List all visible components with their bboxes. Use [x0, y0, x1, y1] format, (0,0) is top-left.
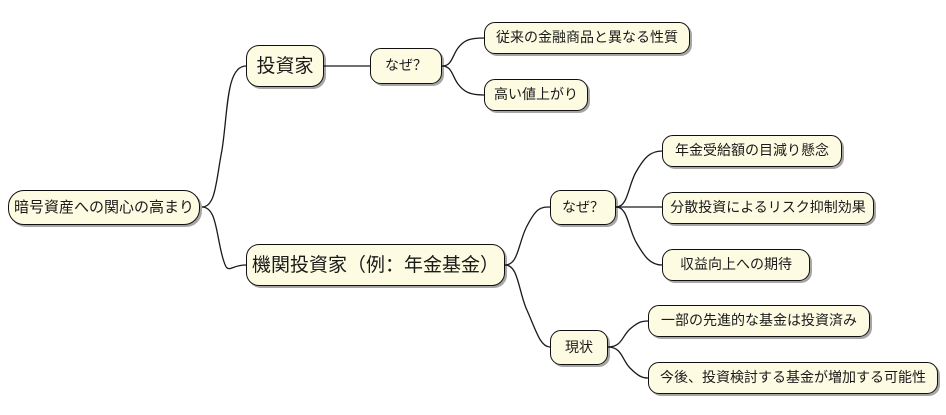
node-institutional-status-item-1-label: 一部の先進的な基金は投資済み — [661, 313, 857, 329]
node-investor-why-label: なぜ？ — [385, 58, 427, 74]
node-institutional-why-label: なぜ？ — [562, 199, 604, 216]
node-institutional-status-item-2-label: 今後、投資検討する基金が増加する可能性 — [660, 370, 926, 386]
node-investor[interactable]: 投資家 — [246, 45, 324, 87]
node-institutional-status-item-2[interactable]: 今後、投資検討する基金が増加する可能性 — [648, 362, 938, 394]
node-institutional[interactable]: 機関投資家（例：年金基金） — [246, 244, 505, 286]
connector-status-to-item2 — [607, 346, 649, 379]
connector-instwhy-to-reason1 — [615, 150, 663, 208]
node-institutional-reason-1[interactable]: 年金受給額の目減り懸念 — [662, 135, 842, 167]
node-investor-why[interactable]: なぜ？ — [370, 48, 442, 84]
node-investor-label: 投資家 — [256, 54, 314, 77]
node-institutional-reason-3-label: 収益向上への期待 — [680, 257, 792, 273]
node-root-label: 暗号資産への関心の高まり — [13, 198, 194, 216]
node-investor-reason-2-label: 高い値上がり — [494, 87, 578, 103]
node-institutional-reason-1-label: 年金受給額の目減り懸念 — [675, 143, 829, 159]
connector-status-to-item1 — [607, 320, 649, 348]
node-investor-reason-1-label: 従来の金融商品と異なる性質 — [496, 30, 678, 46]
connector-root-to-investor — [201, 65, 247, 208]
connector-instwhy-to-reason3 — [615, 206, 663, 266]
node-institutional-status[interactable]: 現状 — [550, 330, 608, 365]
connector-root-to-institutional — [201, 206, 247, 270]
node-institutional-status-label: 現状 — [565, 339, 593, 356]
node-institutional-reason-2[interactable]: 分散投資によるリスク抑制効果 — [662, 192, 874, 224]
node-institutional-label: 機関投資家（例：年金基金） — [251, 253, 499, 276]
connector-investorwhy-to-reason1 — [441, 37, 485, 67]
node-root[interactable]: 暗号資産への関心の高まり — [8, 190, 200, 225]
connector-institutional-to-why — [504, 206, 551, 266]
node-institutional-why[interactable]: なぜ？ — [550, 190, 616, 225]
node-institutional-reason-2-label: 分散投資によるリスク抑制効果 — [670, 200, 866, 216]
node-investor-reason-2[interactable]: 高い値上がり — [484, 79, 588, 111]
node-institutional-status-item-1[interactable]: 一部の先進的な基金は投資済み — [648, 305, 870, 337]
node-investor-reason-1[interactable]: 従来の金融商品と異なる性質 — [484, 22, 690, 54]
node-institutional-reason-3[interactable]: 収益向上への期待 — [662, 249, 810, 281]
connector-investorwhy-to-reason2 — [441, 65, 485, 96]
connector-institutional-to-status — [504, 264, 551, 348]
